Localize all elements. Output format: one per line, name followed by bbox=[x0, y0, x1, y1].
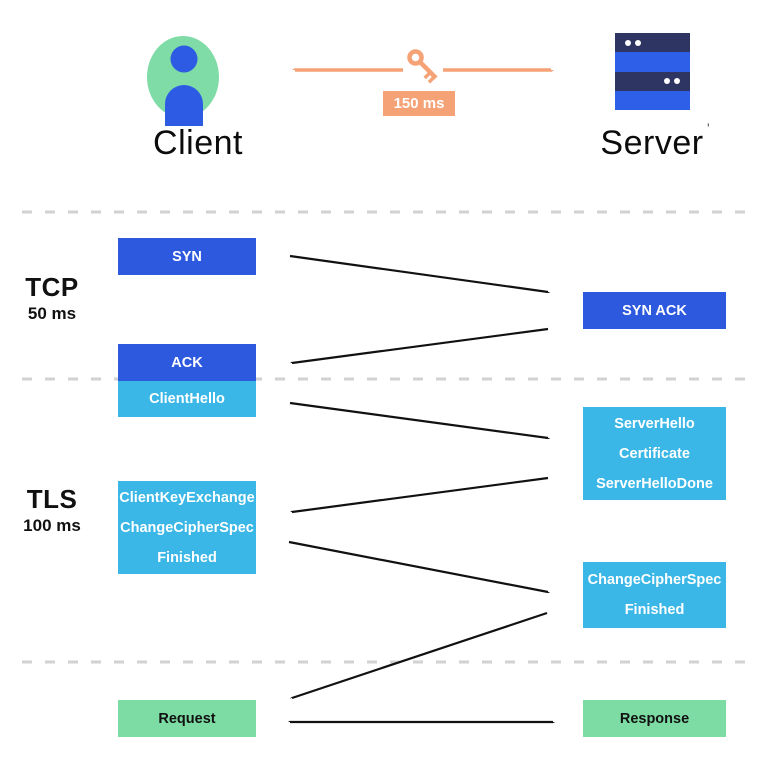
server-led bbox=[625, 39, 631, 46]
server-led bbox=[664, 78, 670, 84]
server-led bbox=[635, 39, 641, 46]
msg-line: ClientKeyExchange bbox=[119, 489, 255, 506]
msg-request: Request bbox=[118, 700, 256, 737]
key-icon bbox=[407, 49, 438, 84]
msg-line: Finished bbox=[157, 549, 217, 566]
arrow-change-cipher-spec bbox=[292, 611, 548, 698]
server-stripe bbox=[615, 52, 690, 72]
msg-line: ChangeCipherSpec bbox=[120, 519, 254, 536]
client-label: Client bbox=[153, 124, 243, 162]
arrow-client-hello bbox=[289, 401, 548, 438]
arrow-server-hello bbox=[292, 476, 549, 512]
section-tls-duration: 100 ms bbox=[23, 516, 81, 535]
arrow-client-key-exchange bbox=[288, 540, 548, 592]
msg-ack: ACK bbox=[118, 344, 256, 381]
msg-client-hello: ClientHello bbox=[118, 381, 256, 417]
msg-server-hello: ServerHello Certificate ServerHelloDone bbox=[583, 407, 726, 500]
msg-syn-ack: SYN ACK bbox=[583, 292, 726, 329]
msg-line: ServerHello bbox=[614, 415, 695, 432]
section-tcp-title: TCP bbox=[25, 272, 79, 302]
section-tls: TLS 100 ms bbox=[4, 484, 100, 536]
arrow-syn-ack bbox=[292, 327, 549, 363]
msg-response: Response bbox=[583, 700, 726, 737]
arrow-syn bbox=[289, 254, 548, 292]
server-label-tick: ' bbox=[707, 120, 710, 136]
server-led bbox=[674, 78, 680, 84]
section-tcp-duration: 50 ms bbox=[27, 304, 77, 323]
server-label: Server bbox=[600, 124, 704, 162]
msg-line: ServerHelloDone bbox=[596, 475, 713, 492]
server-stripe bbox=[615, 33, 690, 53]
person-icon bbox=[147, 36, 219, 126]
server-stripe bbox=[615, 90, 690, 110]
msg-line: ChangeCipherSpec bbox=[587, 572, 722, 588]
msg-line: Certificate bbox=[619, 445, 690, 462]
server-stripe bbox=[615, 71, 690, 91]
msg-syn: SYN bbox=[118, 238, 256, 275]
msg-line: Finished bbox=[624, 602, 685, 618]
msg-change-cipher-spec: ChangeCipherSpec Finished bbox=[583, 562, 726, 628]
msg-client-key-exchange: ClientKeyExchange ChangeCipherSpec Finis… bbox=[118, 481, 256, 574]
section-tcp: TCP 50 ms bbox=[4, 272, 100, 324]
section-tls-title: TLS bbox=[26, 484, 78, 514]
latency-badge: 150 ms bbox=[383, 91, 455, 116]
server-icon bbox=[615, 33, 690, 110]
